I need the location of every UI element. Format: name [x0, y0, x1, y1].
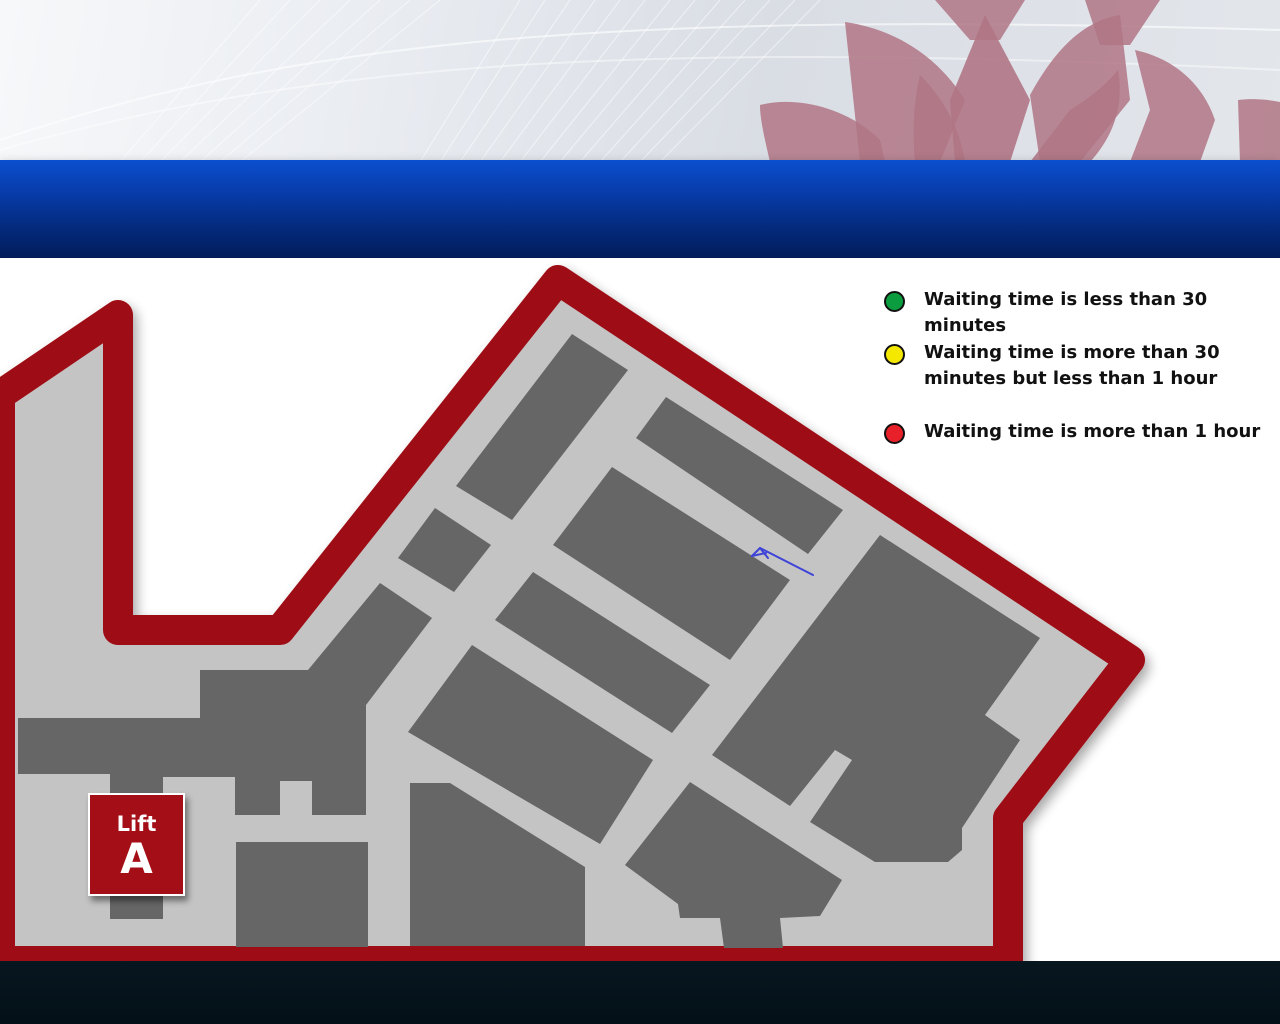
footer-bar	[0, 961, 1280, 1024]
shop-block	[495, 572, 710, 733]
banner-pattern	[0, 0, 1280, 162]
lift-letter: A	[120, 834, 153, 883]
shop-block	[110, 895, 163, 919]
lift-a-sign: Lift A	[88, 793, 185, 896]
shop-blocks	[18, 334, 1040, 948]
floor-map	[0, 258, 1280, 961]
shop-block	[398, 508, 491, 592]
shop-block	[408, 645, 653, 844]
legend-item-yellow: Waiting time is more than 30 minutes but…	[884, 340, 1276, 419]
shop-block	[712, 535, 1040, 862]
header-banner	[0, 0, 1280, 162]
shop-block	[456, 334, 628, 520]
legend-text: Waiting time is less than 30 minutes	[924, 289, 1208, 336]
waiting-time-legend: Waiting time is less than 30 minutes Wai…	[884, 287, 1276, 445]
green-dot-icon	[884, 291, 905, 312]
shop-block	[410, 783, 585, 946]
lift-label: Lift	[116, 812, 157, 836]
shop-block	[236, 842, 368, 947]
legend-item-green: Waiting time is less than 30 minutes	[884, 287, 1276, 340]
red-dot-icon	[884, 423, 905, 444]
shop-block	[553, 467, 790, 660]
legend-item-red: Waiting time is more than 1 hour	[884, 419, 1276, 445]
floor-plan-svg	[0, 265, 1145, 961]
shop-block	[625, 782, 842, 948]
header-bar	[0, 160, 1280, 258]
yellow-dot-icon	[884, 344, 905, 365]
lotus-logo-icon	[760, 0, 1280, 162]
hand-drawn-arrow-icon	[751, 547, 814, 576]
shop-block	[636, 397, 843, 554]
legend-text: Waiting time is more than 30 minutes but…	[924, 342, 1220, 389]
shop-block	[18, 583, 432, 845]
legend-text: Waiting time is more than 1 hour	[924, 421, 1261, 442]
